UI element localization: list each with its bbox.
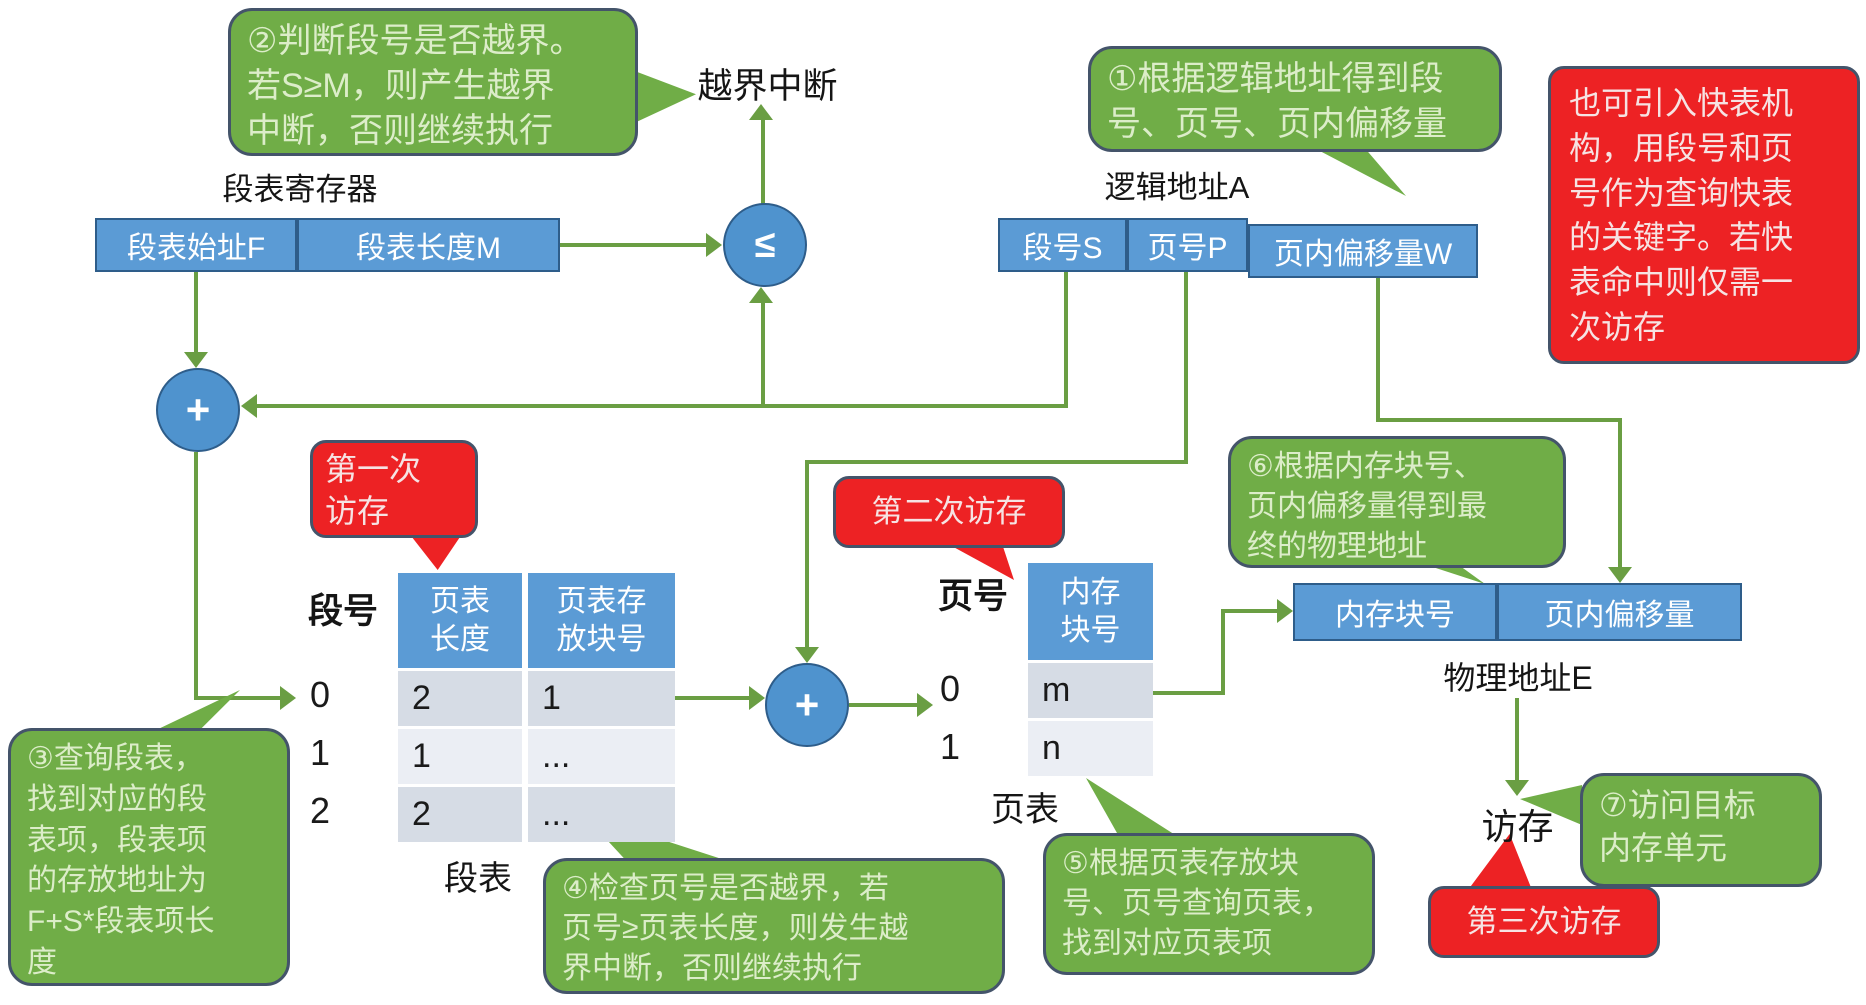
bubble-step6: ⑥根据内存块号、 页内偏移量得到最 终的物理地址 <box>1228 436 1566 568</box>
connector-mrow-up <box>1221 611 1225 695</box>
page-table-cell: n <box>1028 721 1153 776</box>
phys-offset-cell: 页内偏移量 <box>1497 583 1742 641</box>
page-row-id-1: 1 <box>939 726 961 767</box>
connector-mrow-to-memblock <box>1221 609 1279 613</box>
logical-address-label: 逻辑地址A <box>1104 170 1250 205</box>
bubble-step3: ③查询段表， 找到对应的段 表项，段表项 的存放地址为 F+S*段表项长 度 <box>8 728 290 986</box>
bubble-step7: ⑦访问目标 内存单元 <box>1580 773 1822 887</box>
page-number-label: 页号 <box>937 577 1008 616</box>
seg-row-id-1: 1 <box>309 732 331 773</box>
connector-offset-to-phys <box>1618 418 1622 570</box>
seg-table-header-block: 页表存 放块号 <box>528 573 675 668</box>
bubble-step5-tail <box>1086 778 1180 838</box>
seg-table-cell: 2 <box>398 787 522 842</box>
callout-access2: 第二次访存 <box>833 476 1065 548</box>
arrowhead-right-pagerow <box>917 693 933 717</box>
bubble-step1: ①根据逻辑地址得到段 号、页号、页内偏移量 <box>1088 46 1502 152</box>
bubble-step5: ⑤根据页表存放块 号、页号查询页表， 找到对应页表项 <box>1043 833 1375 975</box>
arrowhead-up-interrupt <box>749 104 773 120</box>
callout-tlb-note: 也可引入快表机 构，用段号和页 号作为查询快表 的关键字。若快 表命中则仅需一 … <box>1548 66 1860 364</box>
connector-pageno-to-plus2 <box>805 460 809 650</box>
segment-table-register-label: 段表寄存器 <box>222 172 378 207</box>
bubble-step2: ②判断段号是否越界。 若S≥M，则产生越界 中断，否则继续执行 <box>228 8 638 156</box>
le-comparator-circle: ≤ <box>723 203 807 287</box>
page-row-id-0: 0 <box>939 668 961 709</box>
seg-table-cell: 1 <box>398 729 522 784</box>
connector-offset-across <box>1376 418 1622 422</box>
seg-table-length-cell: 段表长度M <box>297 218 560 272</box>
connector-pageno-across <box>805 460 1188 464</box>
connector-plus2-to-pagerow <box>849 703 917 707</box>
arrowhead-down-access <box>1505 780 1529 796</box>
arrowhead-up-le <box>749 287 773 303</box>
arrowhead-left-plus1 <box>241 394 257 418</box>
seg-table-cell: 2 <box>398 671 522 726</box>
arrowhead-down-plus1 <box>184 352 208 368</box>
callout-access3: 第三次访存 <box>1428 886 1660 958</box>
connector-phys-to-access <box>1515 698 1519 784</box>
connector-offset-down <box>1376 278 1380 420</box>
seg-table-cell: 1 <box>528 671 675 726</box>
segment-table-label: 段表 <box>444 860 512 898</box>
seg-row-id-2: 2 <box>309 790 331 831</box>
plus-circle-1: + <box>156 368 240 452</box>
arrowhead-right-plus2 <box>749 686 765 710</box>
segment-number-label: 段号 <box>307 592 378 631</box>
page-table-cell: m <box>1028 663 1153 718</box>
callout-access1: 第一次 访存 <box>310 440 478 538</box>
logical-seg-no-cell: 段号S <box>998 218 1127 272</box>
connector-segstart-to-plus1 <box>194 272 198 354</box>
connector-plus1-to-segrow <box>194 696 284 700</box>
seg-table-cell: ... <box>528 729 675 784</box>
connector-segno-down <box>1064 272 1068 408</box>
connector-seglen-to-le <box>560 243 706 247</box>
page-table-header: 内存 块号 <box>1028 563 1153 660</box>
bubble-step1-tail <box>1318 150 1406 196</box>
phys-mem-block-cell: 内存块号 <box>1293 583 1497 641</box>
connector-mrow-out <box>1153 691 1225 695</box>
seg-table-start-cell: 段表始址F <box>95 218 297 272</box>
connector-segrow-to-plus2 <box>675 696 749 700</box>
arrowhead-right-le <box>706 233 722 257</box>
page-table-label: 页表 <box>991 791 1059 829</box>
plus-circle-2: + <box>765 663 849 747</box>
physical-address-label: 物理地址E <box>1443 660 1593 696</box>
seg-table-cell: ... <box>528 787 675 842</box>
seg-row-id-0: 0 <box>309 674 331 715</box>
logical-offset-cell: 页内偏移量W <box>1248 224 1478 278</box>
connector-le-to-interrupt <box>761 120 765 205</box>
arrowhead-right-segrow <box>280 686 296 710</box>
arrowhead-right-memblock <box>1277 599 1293 623</box>
callout-access1-tail <box>409 534 462 570</box>
connector-plus1-down <box>194 452 198 698</box>
bubble-step4: ④检查页号是否越界，若 页号≥页表长度，则发生越 界中断，否则继续执行 <box>543 858 1005 994</box>
arrowhead-down-plus2 <box>795 647 819 663</box>
connector-pageno-down <box>1184 272 1188 462</box>
logical-page-no-cell: 页号P <box>1127 218 1248 272</box>
out-of-bounds-label: 越界中断 <box>697 67 838 106</box>
seg-table-header-pagelen: 页表 长度 <box>398 573 522 668</box>
arrowhead-down-phys-offset <box>1608 567 1632 583</box>
connector-segno-to-plus1 <box>257 404 1068 408</box>
connector-branch-to-le <box>761 292 765 406</box>
memory-access-label: 访存 <box>1481 806 1554 847</box>
